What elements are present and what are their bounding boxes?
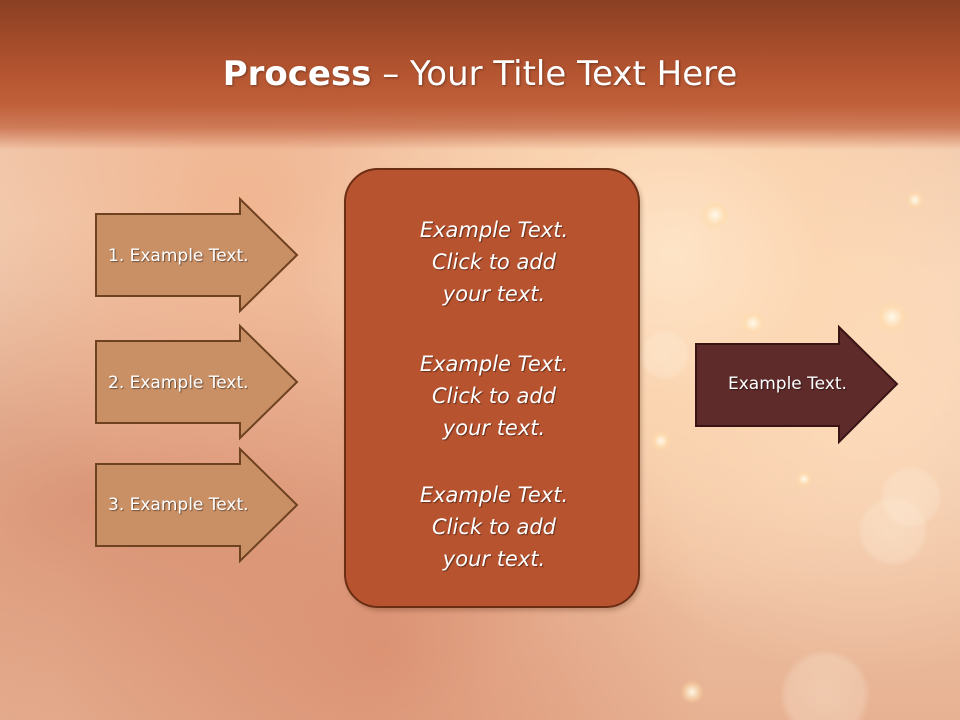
center-paragraph-2: Example Text. Click to add your text. — [419, 352, 569, 440]
bokeh-light — [640, 330, 690, 380]
result-label: Example Text. — [728, 374, 847, 394]
process-step-arrow-2[interactable] — [95, 323, 300, 441]
title-bar: Process – Your Title Text Here — [0, 0, 960, 150]
bokeh-light — [650, 430, 672, 452]
bokeh-light — [680, 680, 704, 704]
bokeh-light — [700, 200, 730, 230]
bokeh-light — [795, 470, 813, 488]
title-rest: – Your Title Text Here — [371, 54, 738, 94]
bokeh-light — [858, 496, 928, 566]
process-step-arrow-1[interactable] — [95, 196, 300, 314]
page-title: Process – Your Title Text Here — [0, 52, 960, 96]
process-step-label-2: 2. Example Text. — [108, 373, 249, 393]
process-step-label-3: 3. Example Text. — [108, 495, 249, 515]
bokeh-light — [880, 466, 942, 528]
process-step-label-1: 1. Example Text. — [108, 246, 249, 266]
center-paragraph-3: Example Text. Click to add your text. — [419, 483, 569, 571]
bokeh-light — [740, 310, 766, 336]
center-text-box[interactable]: Example Text. Click to add your text. Ex… — [344, 168, 640, 608]
result-arrow[interactable] — [695, 324, 900, 446]
bokeh-light — [780, 650, 870, 720]
process-step-arrow-3[interactable] — [95, 446, 300, 564]
bokeh-light — [875, 300, 909, 334]
title-bold: Process — [222, 54, 372, 94]
bokeh-light — [905, 190, 925, 210]
center-paragraph-1: Example Text. Click to add your text. — [419, 218, 569, 306]
